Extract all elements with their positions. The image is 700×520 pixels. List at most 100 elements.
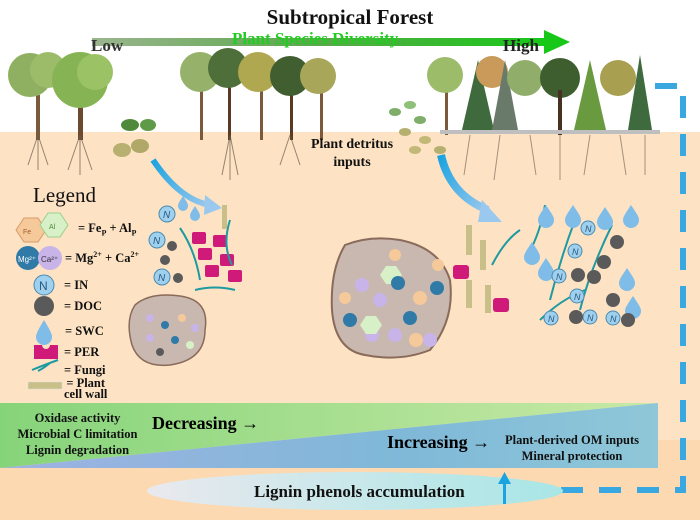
plant-cell-wall <box>485 285 491 313</box>
svg-text:Fe: Fe <box>23 229 31 236</box>
nitrogen-circle <box>569 288 585 304</box>
svg-text:Mg²⁺: Mg²⁺ <box>18 255 36 264</box>
ca-circle-icon <box>38 246 62 270</box>
doc-circle <box>571 268 585 282</box>
water-drop <box>190 206 200 221</box>
nitrogen-circle <box>158 205 176 223</box>
peroxidase <box>213 235 227 247</box>
roots <box>27 134 301 180</box>
water-drop <box>524 242 540 265</box>
nitrogen-label: N <box>585 224 592 234</box>
doc-circle-icon <box>34 296 54 316</box>
doc-circles-right <box>569 235 635 327</box>
decreasing-label: Decreasing → <box>152 413 260 433</box>
high-label: High <box>503 36 539 55</box>
legend-label-doc: = DOC <box>64 299 103 313</box>
nitrogen-label: N <box>610 314 617 324</box>
tree <box>52 52 113 140</box>
feedback-dashed-line <box>535 83 686 493</box>
legend-label-swc: = SWC <box>65 324 104 338</box>
doc-circle <box>597 255 611 269</box>
increasing-factors: Plant-derived OM inputs Mineral protecti… <box>492 432 652 464</box>
flow-arrow-left <box>150 158 211 208</box>
water-drop <box>597 207 613 230</box>
water-drop <box>623 205 639 228</box>
factor-oxidase-activity: Oxidase activity <box>34 411 121 425</box>
plant-cell-wall <box>222 205 227 229</box>
plant-cell-wall <box>466 225 472 255</box>
leaves <box>113 119 156 157</box>
plant-cell-wall <box>480 240 486 270</box>
soil-aggregate-small <box>128 294 207 367</box>
low-diversity-trees <box>8 48 336 157</box>
accumulation-ellipse <box>147 472 563 510</box>
water-drop-icon <box>36 320 52 345</box>
detritus-leaves <box>389 101 446 154</box>
legend-text: cell wall <box>64 387 108 401</box>
nitrogen-circle <box>551 268 567 284</box>
svg-text:Al: Al <box>49 224 56 231</box>
water-drop <box>178 196 188 211</box>
svg-text:N: N <box>163 210 171 221</box>
fungi-hypha <box>179 219 236 291</box>
effect-gradient-band <box>0 403 658 468</box>
nitrogen-circle <box>543 310 559 326</box>
decreasing-factors: Oxidase activity Microbial C limitation … <box>10 410 145 458</box>
legend-label-mg-ca: = Mg2+ + Ca2+ <box>65 250 139 266</box>
peroxidase <box>198 248 212 260</box>
low-diversity-cluster: N N N <box>148 196 242 291</box>
lignin-phenols-accumulation-label: Lignin phenols accumulation <box>254 482 465 501</box>
nitrogen-circle <box>567 243 583 259</box>
legend-text: + Ca <box>101 251 131 266</box>
detritus-label: Plant detritus inputs <box>292 136 412 172</box>
peroxidase <box>453 265 469 279</box>
peroxidase <box>493 298 509 312</box>
nitrogen-circle <box>153 268 171 286</box>
doc-circle <box>173 273 183 283</box>
legend-label-in: = IN <box>64 278 89 292</box>
plant-cell-wall-icon <box>27 381 63 390</box>
figure-title: Subtropical Forest <box>266 5 434 29</box>
nitrogen-label: N <box>572 247 579 257</box>
low-label: Low <box>91 36 124 55</box>
legend-text: = Mg <box>65 251 94 266</box>
tree-group-middle <box>180 48 336 140</box>
legend-text: = Plant <box>66 376 106 390</box>
factor-mineral-protection: Mineral protection <box>521 449 623 463</box>
peroxidase <box>228 270 242 282</box>
legend-label-plant-cell-wall: = Plant cell wall <box>64 376 108 401</box>
nitrogen-circle <box>580 220 596 236</box>
flow-arrowhead-left <box>204 195 222 215</box>
legend-sub: P <box>101 228 107 238</box>
doc-circle <box>160 255 170 265</box>
roots-high <box>463 134 646 181</box>
legend-text: + Al <box>106 221 132 235</box>
peroxidase <box>205 265 219 277</box>
legend-title: Legend <box>33 183 96 207</box>
al-hexagon-icon <box>39 212 69 238</box>
high-diversity-cluster <box>453 204 613 321</box>
nitrogen-label: N <box>587 313 594 323</box>
doc-circle <box>610 235 624 249</box>
plant-cell-wall <box>466 280 472 308</box>
diversity-arrow <box>92 30 570 54</box>
water-drop <box>619 268 635 291</box>
nitrogen-label: N <box>556 272 563 282</box>
nitrogen-circle <box>605 310 621 326</box>
diversity-gradient-label: Plant Species Diversity <box>232 29 399 48</box>
nitrogen-label: N <box>548 314 555 324</box>
legend-sub: P <box>131 228 137 238</box>
doc-circle <box>621 313 635 327</box>
water-drop <box>565 205 581 228</box>
legend-text: = Fe <box>78 221 102 235</box>
flow-arrowhead-right <box>478 200 502 222</box>
nitrogen-circle <box>148 231 166 249</box>
legend-label-fe-al: = FeP + AlP <box>78 221 136 238</box>
legend-label-per: = PER <box>64 345 100 359</box>
svg-text:N: N <box>158 273 166 284</box>
svg-text:Ca²⁺: Ca²⁺ <box>41 255 58 264</box>
nitrogen-circle-icon <box>33 274 55 296</box>
legend-icons: Fe Al Mg²⁺ Ca²⁺ N <box>15 212 69 390</box>
